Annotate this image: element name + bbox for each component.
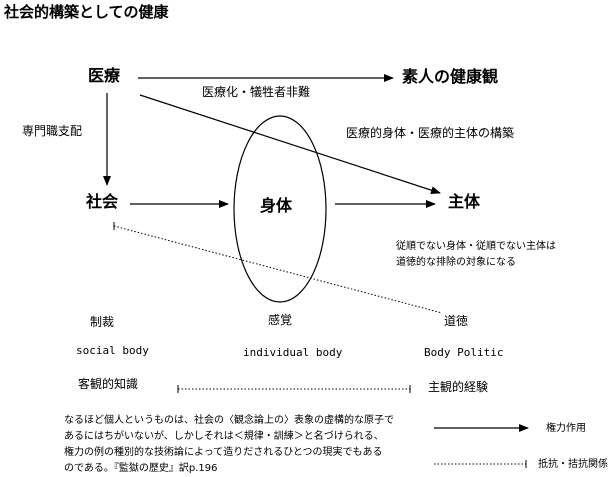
foucault-quote: なるほど個人というものは、社会の〈観念論上の〉表象の虚構的な原子で あるにはちが… (64, 413, 404, 477)
label-iryoteki: 医療的身体・医療的主体の構築 (346, 126, 515, 140)
quote-line: のである。『監獄の歴史』訳p.196 (64, 463, 218, 474)
legend-resistance-label: 抵抗・拮抗関係 (538, 459, 608, 470)
quote-line: あるにはちがいないが、しかしそれは＜規律・訓練＞と名づけられる、 (64, 431, 384, 442)
arrow-iryo-to-shutai (139, 94, 441, 195)
node-shintai: 身体 (260, 196, 293, 215)
column-kankaku-ja: 感覚 (268, 313, 293, 327)
axis-label-subjective: 主観的経験 (428, 380, 489, 394)
legend-power-label: 権力作用 (546, 423, 586, 434)
column-dotoku-en: Body Politic (424, 346, 504, 359)
label-jujun-line1: 従順でない身体・従順でない主体は (396, 241, 556, 252)
column-kankaku-en: individual body (243, 346, 343, 359)
node-shakai: 社会 (86, 192, 119, 211)
body-ellipse (233, 115, 327, 303)
dotted-resistance-line (113, 225, 443, 314)
label-senmon: 専門職支配 (22, 124, 83, 138)
label-iryoka: 医療化・犠牲者非難 (202, 85, 311, 99)
column-seisai-ja: 制裁 (90, 315, 115, 329)
quote-line: なるほど個人というものは、社会の〈観念論上の〉表象の虚構的な原子で (64, 415, 394, 426)
quote-line: 権力の例の種別的な技術論によって造りだされるひとつの現実でもある (64, 447, 383, 458)
page-title: 社会的構築としての健康 (4, 3, 169, 21)
node-shutai: 主体 (448, 192, 481, 211)
node-shirouto: 素人の健康観 (402, 67, 499, 86)
axis-label-objective: 客観的知識 (78, 377, 139, 391)
label-jujun-line2: 道徳的な排除の対象になる (396, 257, 516, 268)
column-seisai-en: social body (76, 344, 149, 357)
column-dotoku-ja: 道徳 (444, 314, 469, 328)
node-iryo: 医療 (88, 66, 121, 85)
